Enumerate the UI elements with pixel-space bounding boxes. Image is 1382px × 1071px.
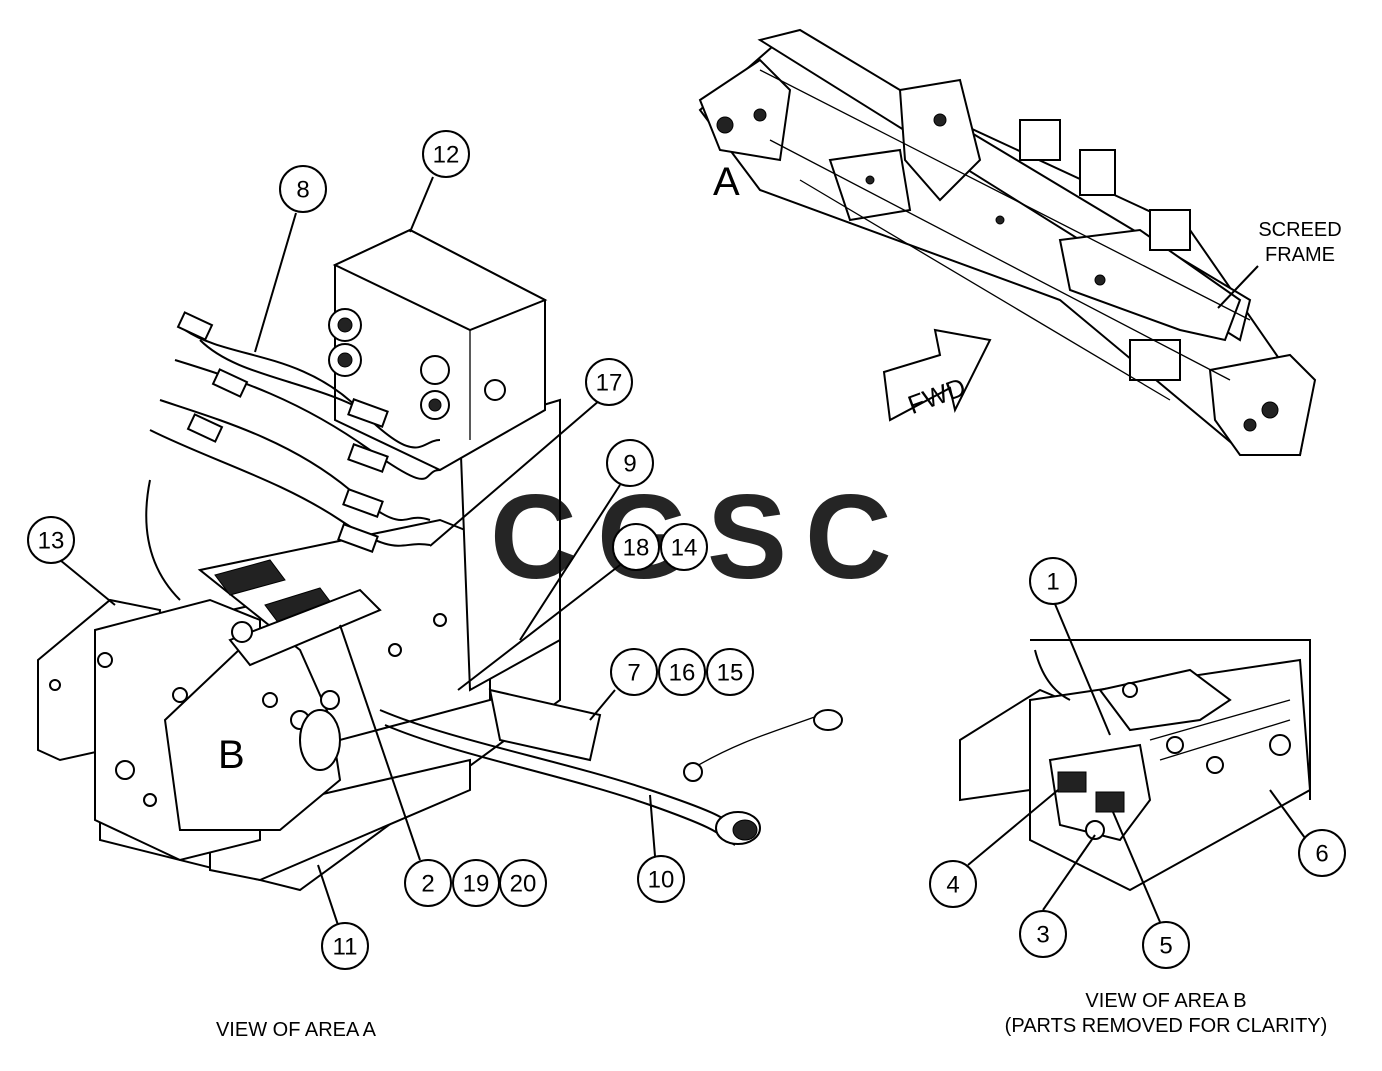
callout-5: 5 <box>1142 921 1190 969</box>
svg-text:7: 7 <box>627 660 640 687</box>
area-a-letter: A <box>713 160 740 204</box>
callout-14: 14 <box>660 523 708 571</box>
callout-4: 4 <box>929 860 977 908</box>
svg-text:8: 8 <box>296 177 309 204</box>
callout-9: 9 <box>606 439 654 487</box>
svg-text:3: 3 <box>1036 922 1049 949</box>
svg-text:20: 20 <box>510 871 537 898</box>
callout-3: 3 <box>1019 910 1067 958</box>
svg-text:6: 6 <box>1315 841 1328 868</box>
callout-19: 19 <box>452 859 500 907</box>
svg-text:12: 12 <box>433 142 460 169</box>
leader-lines <box>59 176 1306 926</box>
screed-frame-overview <box>698 28 1317 457</box>
callout-8: 8 <box>279 165 327 213</box>
area-a-assembly <box>37 228 843 892</box>
callout-7: 7 <box>610 648 658 696</box>
svg-text:4: 4 <box>946 872 959 899</box>
svg-text:14: 14 <box>671 535 698 562</box>
svg-text:13: 13 <box>38 528 65 555</box>
callout-17: 17 <box>585 358 633 406</box>
view-area-b-caption-line1: VIEW OF AREA B <box>1085 990 1246 1012</box>
screed-frame-label-line2: FRAME <box>1265 244 1335 266</box>
callout-20: 20 <box>499 859 547 907</box>
callout-12: 12 <box>422 130 470 178</box>
callout-10: 10 <box>637 855 685 903</box>
svg-text:9: 9 <box>623 451 636 478</box>
callout-18: 18 <box>612 523 660 571</box>
view-area-b-caption-line2: (PARTS REMOVED FOR CLARITY) <box>1005 1015 1328 1037</box>
callout-2: 2 <box>404 859 452 907</box>
watermark-letter-3: S <box>707 470 787 604</box>
callout-6: 6 <box>1298 829 1346 877</box>
svg-text:1: 1 <box>1046 569 1059 596</box>
svg-text:11: 11 <box>333 934 358 961</box>
screed-frame-leader <box>1217 265 1259 309</box>
svg-text:16: 16 <box>669 660 696 687</box>
watermark-letter-4: C <box>805 470 892 604</box>
watermark-letter-1: C <box>490 470 577 604</box>
svg-text:18: 18 <box>623 535 650 562</box>
svg-text:15: 15 <box>717 660 744 687</box>
area-b-assembly <box>959 639 1312 892</box>
cgsc-watermark: C G S C <box>490 470 892 604</box>
callout-11: 11 <box>321 922 369 970</box>
area-b-letter: B <box>218 733 245 777</box>
svg-text:19: 19 <box>463 871 490 898</box>
svg-text:10: 10 <box>648 867 675 894</box>
view-area-a-caption: VIEW OF AREA A <box>216 1019 377 1041</box>
callout-1: 1 <box>1029 557 1077 605</box>
callout-16: 16 <box>658 648 706 696</box>
fwd-arrow: FWD <box>882 328 992 422</box>
screed-frame-label-line1: SCREED <box>1258 219 1341 241</box>
svg-text:17: 17 <box>596 370 623 397</box>
svg-text:2: 2 <box>421 871 434 898</box>
callout-15: 15 <box>706 648 754 696</box>
svg-text:5: 5 <box>1159 933 1172 960</box>
callout-13: 13 <box>27 516 75 564</box>
